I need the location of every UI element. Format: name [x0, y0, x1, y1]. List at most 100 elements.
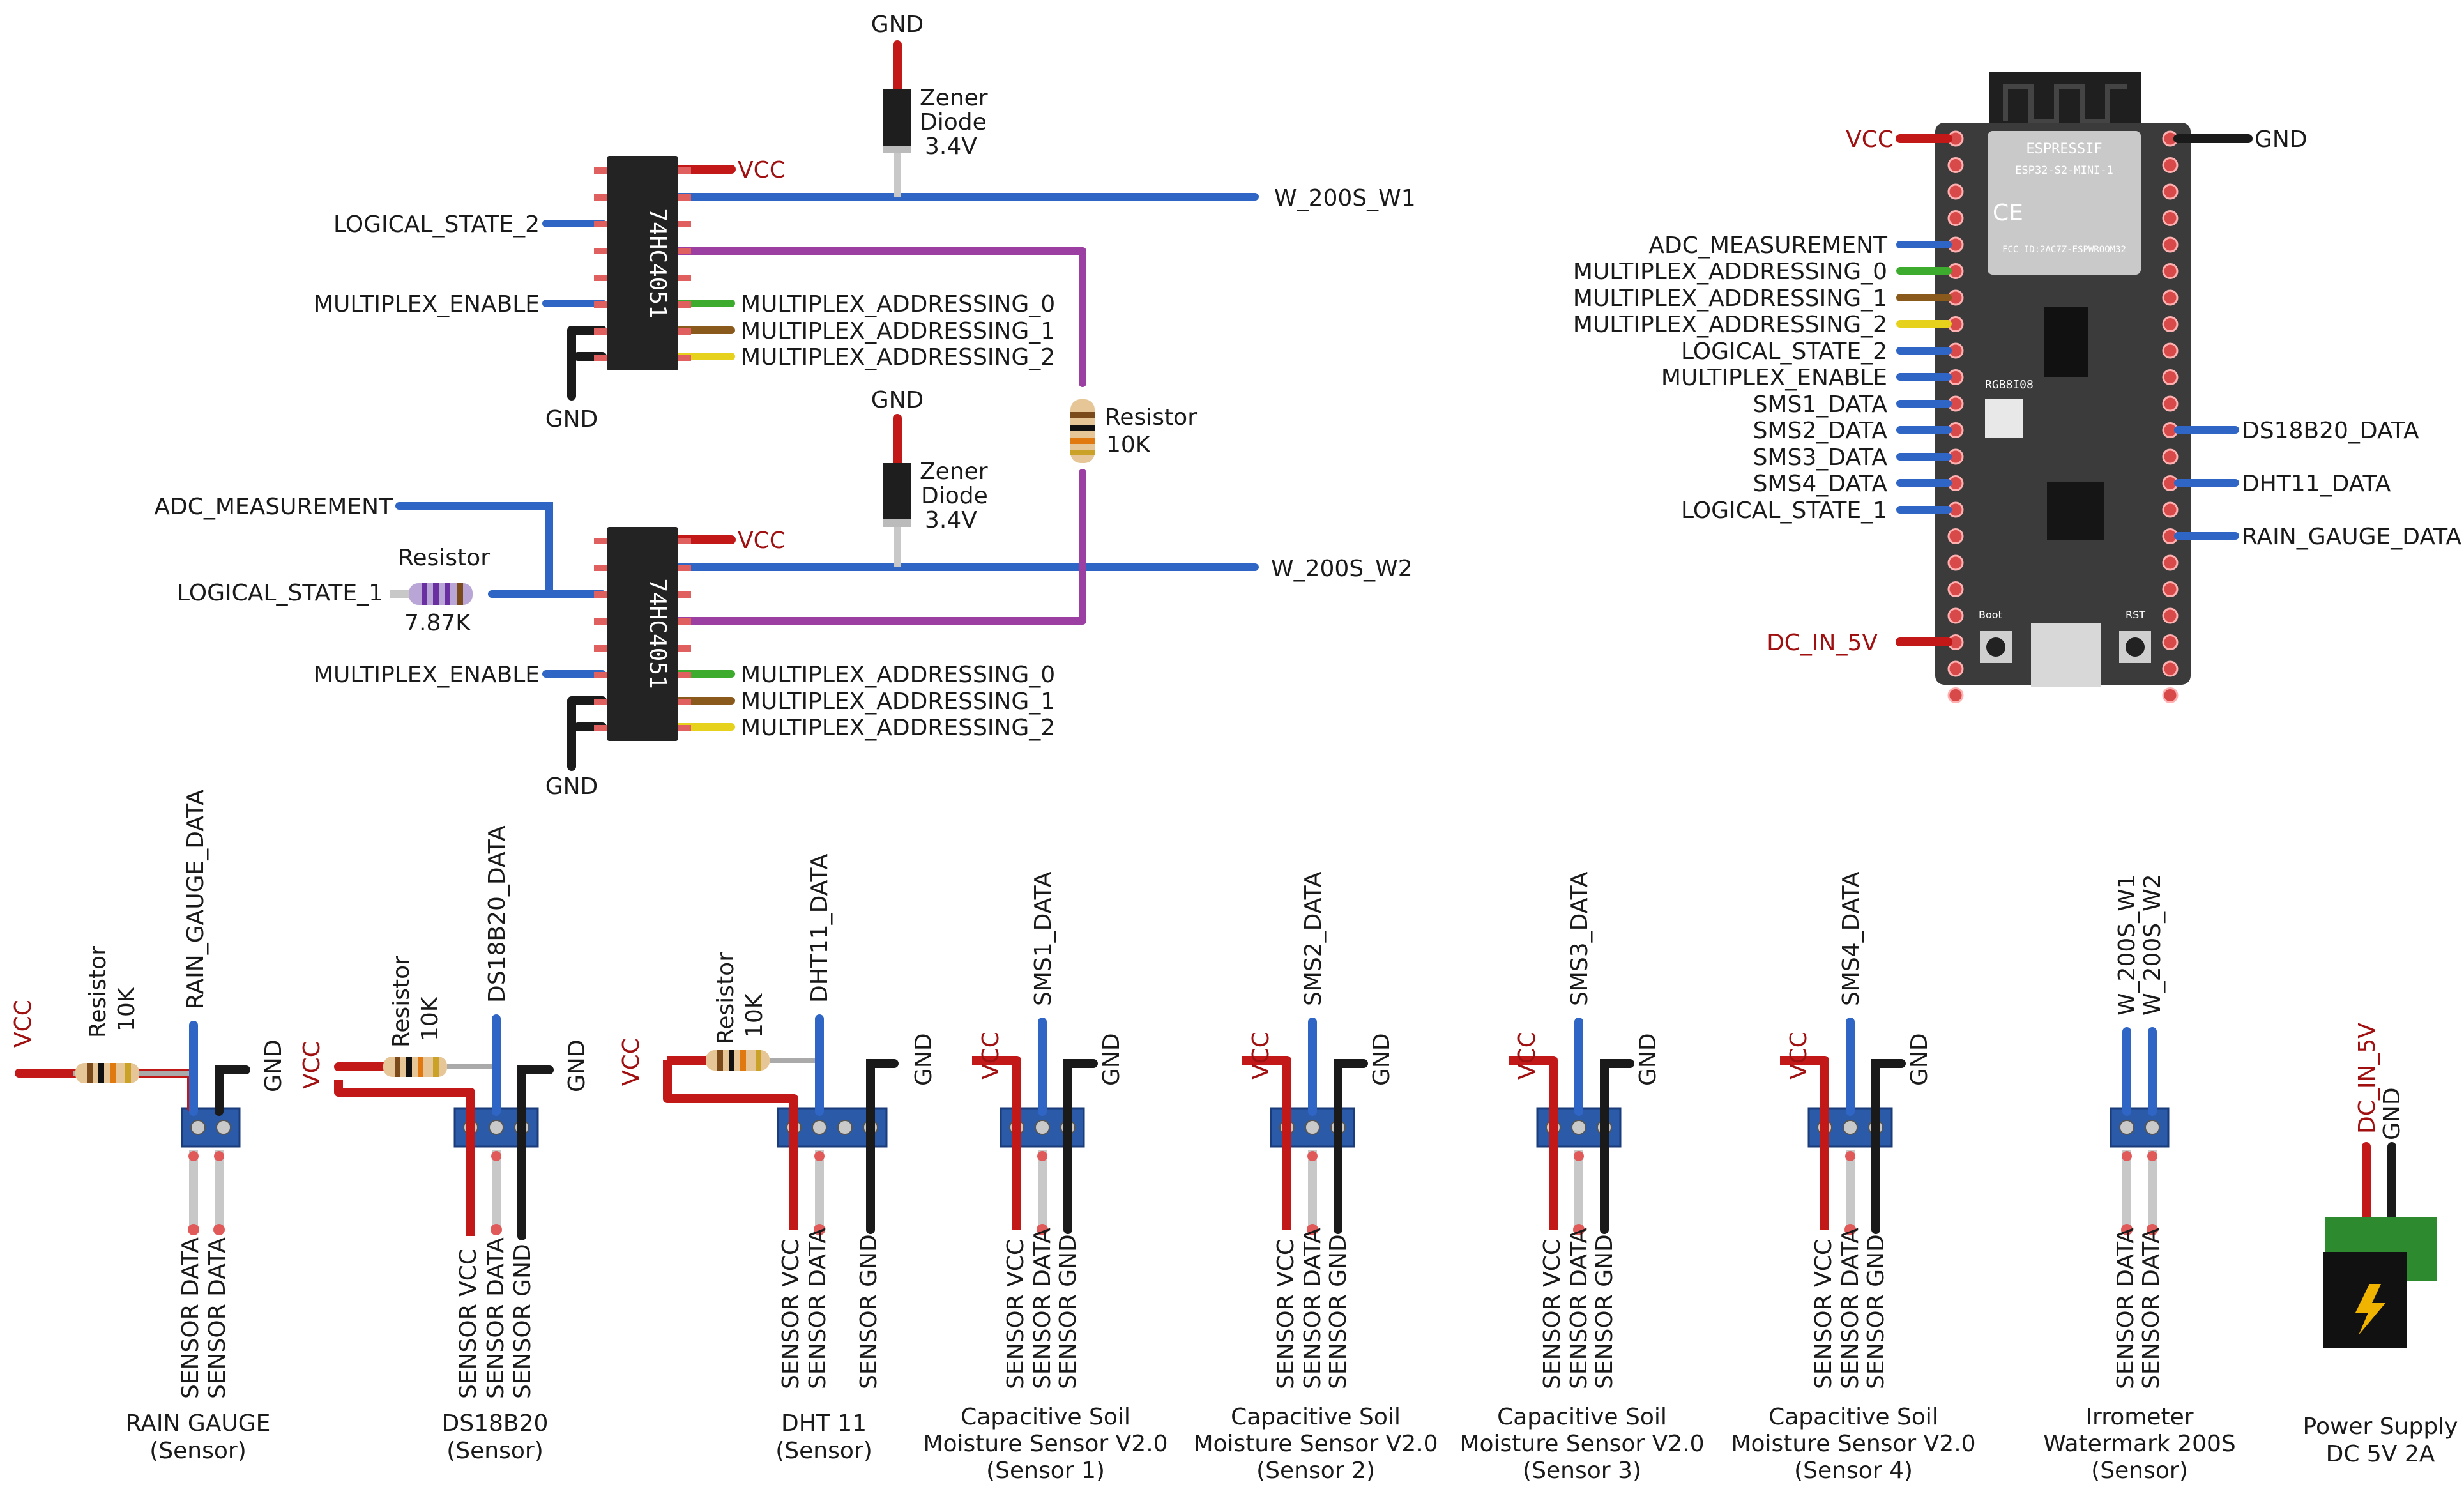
mux2-enable-label: MULTIPLEX_ENABLE	[314, 662, 540, 688]
esp32-board: ESPRESSIF ESP32-S2-MINI-1 FCC ID:2AC7Z-E…	[1573, 72, 2461, 703]
dht-pin2-label: SENSOR DATA	[805, 1228, 831, 1389]
esp-right-pin	[2162, 554, 2179, 571]
ds-gnd-label: GND	[564, 1039, 590, 1092]
mux1-enable-label: MULTIPLEX_ENABLE	[314, 291, 540, 317]
mux2-addr0-label: MULTIPLEX_ADDRESSING_0	[741, 662, 1055, 688]
sms2-pin3-label: SENSOR GND	[1325, 1234, 1351, 1389]
lightning-icon	[2355, 1284, 2385, 1335]
dht-vcc-label: VCC	[618, 1038, 644, 1086]
esp-right-pin	[2162, 501, 2179, 518]
ds-pin2-label: SENSOR DATA	[483, 1237, 509, 1399]
mux2-adc-label: ADC_MEASUREMENT	[154, 494, 393, 520]
esp32-fcc: FCC ID:2AC7Z-ESPWROOM32	[2002, 245, 2126, 255]
mux2-gnd-wire	[567, 696, 607, 771]
mux2-adc-wire	[395, 502, 606, 598]
mux2-gnd-label: GND	[545, 774, 598, 800]
sms2-pin1-label: SENSOR VCC	[1273, 1239, 1299, 1389]
sensor-row: VCC Resistor 10K RAIN_GAUGE_DATA GND SENSOR D…	[10, 790, 2458, 1484]
sms2-name3: (Sensor 2)	[1256, 1458, 1375, 1484]
esp-right-pin	[2162, 157, 2179, 173]
esp-right-pin-label: RAIN_GAUGE_DATA	[2242, 524, 2461, 550]
esp-left-pin-label: MULTIPLEX_ADDRESSING_0	[1573, 259, 1887, 285]
esp-right-pin	[2162, 236, 2179, 253]
esp32-module	[1988, 131, 2141, 275]
esp-left-pin	[1947, 687, 1964, 703]
ds-res-label: Resistor	[388, 956, 414, 1048]
rgb-led	[1985, 399, 2023, 438]
esp-left-pin	[1947, 183, 1964, 200]
rain-name: RAIN GAUGE	[126, 1410, 271, 1437]
zener-diode-2: GND Zener Diode 3.4V	[871, 387, 988, 567]
irrometer-name3: (Sensor)	[2091, 1458, 2188, 1484]
zener2-line1: Zener	[920, 459, 988, 485]
esp-right-pin	[2162, 316, 2179, 332]
rain-subname: (Sensor)	[149, 1438, 247, 1464]
sms1-pin1-label: SENSOR VCC	[1003, 1239, 1029, 1389]
esp-left-pin	[1947, 554, 1964, 571]
terminal-screw	[812, 1120, 827, 1135]
multiplexer-1: 74HC4051 VCC LOGICAL_STATE_2 MULTIPLEX_E…	[314, 156, 1416, 432]
esp-left-pin-label: SMS2_DATA	[1753, 418, 1888, 444]
irrometer-w1-label: W_200S_W1	[2114, 874, 2140, 1016]
mux2-vcc-label: VCC	[738, 528, 786, 554]
power-name1: Power Supply	[2303, 1414, 2458, 1440]
irrometer-pin1-label: SENSOR DATA	[2113, 1228, 2139, 1389]
sms2-pin2-label: SENSOR DATA	[1300, 1228, 1326, 1389]
rain-data-label: RAIN_GAUGE_DATA	[183, 790, 209, 1009]
dht-data-label: DHT11_DATA	[807, 853, 833, 1003]
sms1-data-label: SMS1_DATA	[1030, 871, 1056, 1006]
rain-res-value: 10K	[114, 986, 140, 1032]
esp-right-pin-label: DS18B20_DATA	[2242, 418, 2419, 444]
w1-output-label: W_200S_W1	[1274, 185, 1416, 211]
esp32-brand: ESPRESSIF	[2026, 141, 2102, 157]
dht-res-label: Resistor	[713, 952, 739, 1044]
dht-subname: (Sensor)	[775, 1438, 872, 1464]
esp-left-pin-label: MULTIPLEX_ADDRESSING_1	[1573, 286, 1887, 312]
mux1-chip-label: 74HC4051	[644, 208, 671, 318]
mux2-chip	[607, 527, 678, 741]
esp-left-pin-label: SMS4_DATA	[1753, 471, 1888, 497]
mux1-chip	[607, 156, 678, 370]
esp-gnd-label: GND	[2255, 126, 2308, 153]
zener2-line3: 3.4V	[925, 507, 977, 533]
sms1-vcc-label: VCC	[978, 1032, 1004, 1080]
rain-gnd-label: GND	[261, 1039, 287, 1092]
sms2-gnd-label: GND	[1369, 1033, 1395, 1086]
esp-right-pin	[2162, 581, 2179, 597]
mux1-gnd-wire	[567, 326, 607, 401]
mux1-vcc-label: VCC	[738, 157, 786, 183]
sms3-pin1-label: SENSOR VCC	[1539, 1239, 1565, 1389]
esp-right-pin	[2162, 263, 2179, 279]
mux2-purple-wire	[675, 469, 1086, 625]
irrometer-w2-label: W_200S_W2	[2140, 874, 2166, 1016]
esp32-header-pins	[1947, 130, 2179, 703]
zener2-body	[883, 463, 911, 527]
sms3-pin3-label: SENSOR GND	[1592, 1234, 1618, 1389]
esp-left-pin	[1947, 660, 1964, 677]
ds-pin3-label: SENSOR GND	[510, 1244, 536, 1399]
esp-right-pin-label: DHT11_DATA	[2242, 471, 2391, 497]
ds-name: DS18B20	[442, 1410, 549, 1437]
rain-pin2-label: SENSOR DATA	[204, 1237, 231, 1399]
esp-right-pin	[2162, 634, 2179, 650]
sms4-vcc-label: VCC	[1786, 1032, 1812, 1080]
esp-left-pin-label: MULTIPLEX_ENABLE	[1661, 365, 1887, 391]
esp-left-pin	[1947, 581, 1964, 597]
rain-vcc-label: VCC	[10, 1000, 36, 1048]
mux2-chip-label: 74HC4051	[644, 578, 671, 689]
sms3-data-label: SMS3_DATA	[1567, 871, 1593, 1006]
zener1-line1: Zener	[920, 85, 988, 111]
power-name2: DC 5V 2A	[2326, 1441, 2435, 1467]
mux2-logical-state-label: LOGICAL_STATE_1	[177, 580, 383, 606]
esp-left-pin-label: MULTIPLEX_ADDRESSING_2	[1573, 312, 1887, 338]
esp32-antenna	[1989, 72, 2141, 132]
